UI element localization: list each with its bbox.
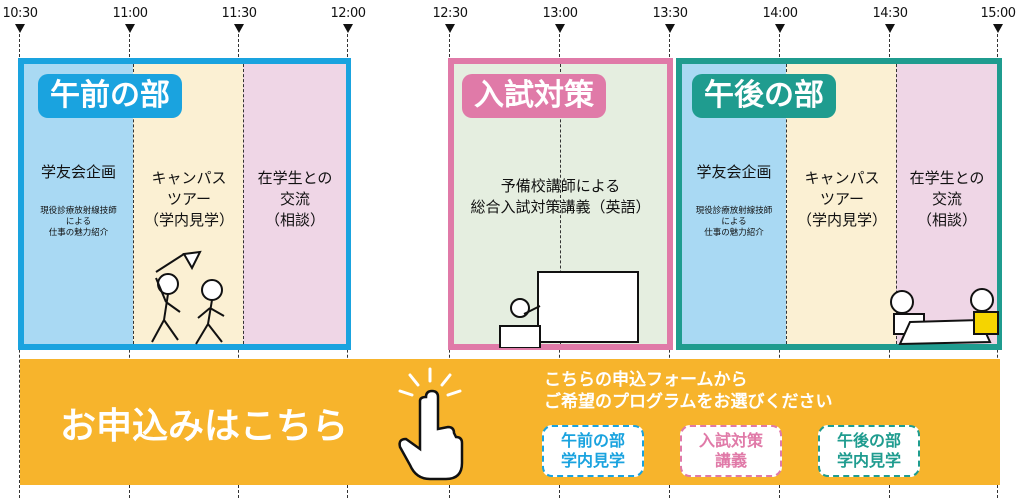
time-tick-label: 14:30 xyxy=(872,6,908,21)
afternoon-tour-title: キャンパス ツアー （学内見学） xyxy=(796,169,887,229)
time-tick-marker-icon xyxy=(555,24,565,33)
morning-panel-title: 午前の部 xyxy=(38,74,182,118)
morning-club-desc: 現役診療放射線技師 による 仕事の魅力紹介 xyxy=(40,206,117,238)
apply-here-text[interactable]: お申込みはこちら xyxy=(60,406,349,447)
time-tick-label: 15:00 xyxy=(980,6,1016,21)
time-tick-label: 11:30 xyxy=(221,6,257,21)
lecturer-whiteboard-illustration xyxy=(499,271,639,348)
time-tick-label: 14:00 xyxy=(762,6,798,21)
time-tick-marker-icon xyxy=(775,24,785,33)
exam-prep-panel: 予備校講師による 総合入試対策講義（英語） 入試対策 xyxy=(448,58,673,350)
morning-tour-button[interactable]: 午前の部 学内見学 xyxy=(542,425,644,477)
exam-divider xyxy=(560,64,561,344)
afternoon-panel-title: 午後の部 xyxy=(692,74,836,118)
time-tick-marker-icon xyxy=(125,24,135,33)
time-tick-label: 13:00 xyxy=(542,6,578,21)
instruction-text: こちらの申込フォームから ご希望のプログラムをお選びください xyxy=(544,370,833,412)
application-banner[interactable]: お申込みはこちら こちらの申込フォームから ご希望のプログラムをお選びください … xyxy=(20,359,1000,485)
afternoon-talk-title: 在学生との 交流 （相談） xyxy=(909,169,985,229)
exam-lecture-button[interactable]: 入試対策 講義 xyxy=(680,425,782,477)
time-tick-label: 11:00 xyxy=(112,6,148,21)
morning-session-panel: 学友会企画 現役診療放射線技師 による 仕事の魅力紹介 キャンパス ツアー （学… xyxy=(18,58,351,350)
time-tick-marker-icon xyxy=(234,24,244,33)
time-tick-label: 13:30 xyxy=(652,6,688,21)
time-tick-marker-icon xyxy=(445,24,455,33)
morning-club-title: 学友会企画 xyxy=(40,163,116,181)
afternoon-tour-button[interactable]: 午後の部 学内見学 xyxy=(818,425,920,477)
time-tick-label: 10:30 xyxy=(2,6,38,21)
afternoon-club-title: 学友会企画 xyxy=(696,163,772,181)
time-tick-marker-icon xyxy=(993,24,1003,33)
afternoon-session-panel: 学友会企画 現役診療放射線技師 による 仕事の魅力紹介 キャンパス ツアー （学… xyxy=(676,58,1002,350)
walking-people-illustration xyxy=(151,250,225,345)
time-tick-marker-icon xyxy=(885,24,895,33)
morning-tour-title: キャンパス ツアー （学内見学） xyxy=(143,169,234,229)
time-tick-marker-icon xyxy=(343,24,353,33)
consultation-illustration xyxy=(890,288,999,346)
morning-cell-talk: 在学生との 交流 （相談） xyxy=(243,64,346,344)
time-tick-label: 12:30 xyxy=(432,6,468,21)
morning-talk-title: 在学生との 交流 （相談） xyxy=(257,169,333,229)
afternoon-club-desc: 現役診療放射線技師 による 仕事の魅力紹介 xyxy=(695,206,773,238)
time-tick-marker-icon xyxy=(15,24,25,33)
pointing-hand-icon xyxy=(398,367,464,481)
time-tick-label: 12:00 xyxy=(330,6,366,21)
time-tick-marker-icon xyxy=(665,24,675,33)
exam-panel-title: 入試対策 xyxy=(462,74,606,118)
